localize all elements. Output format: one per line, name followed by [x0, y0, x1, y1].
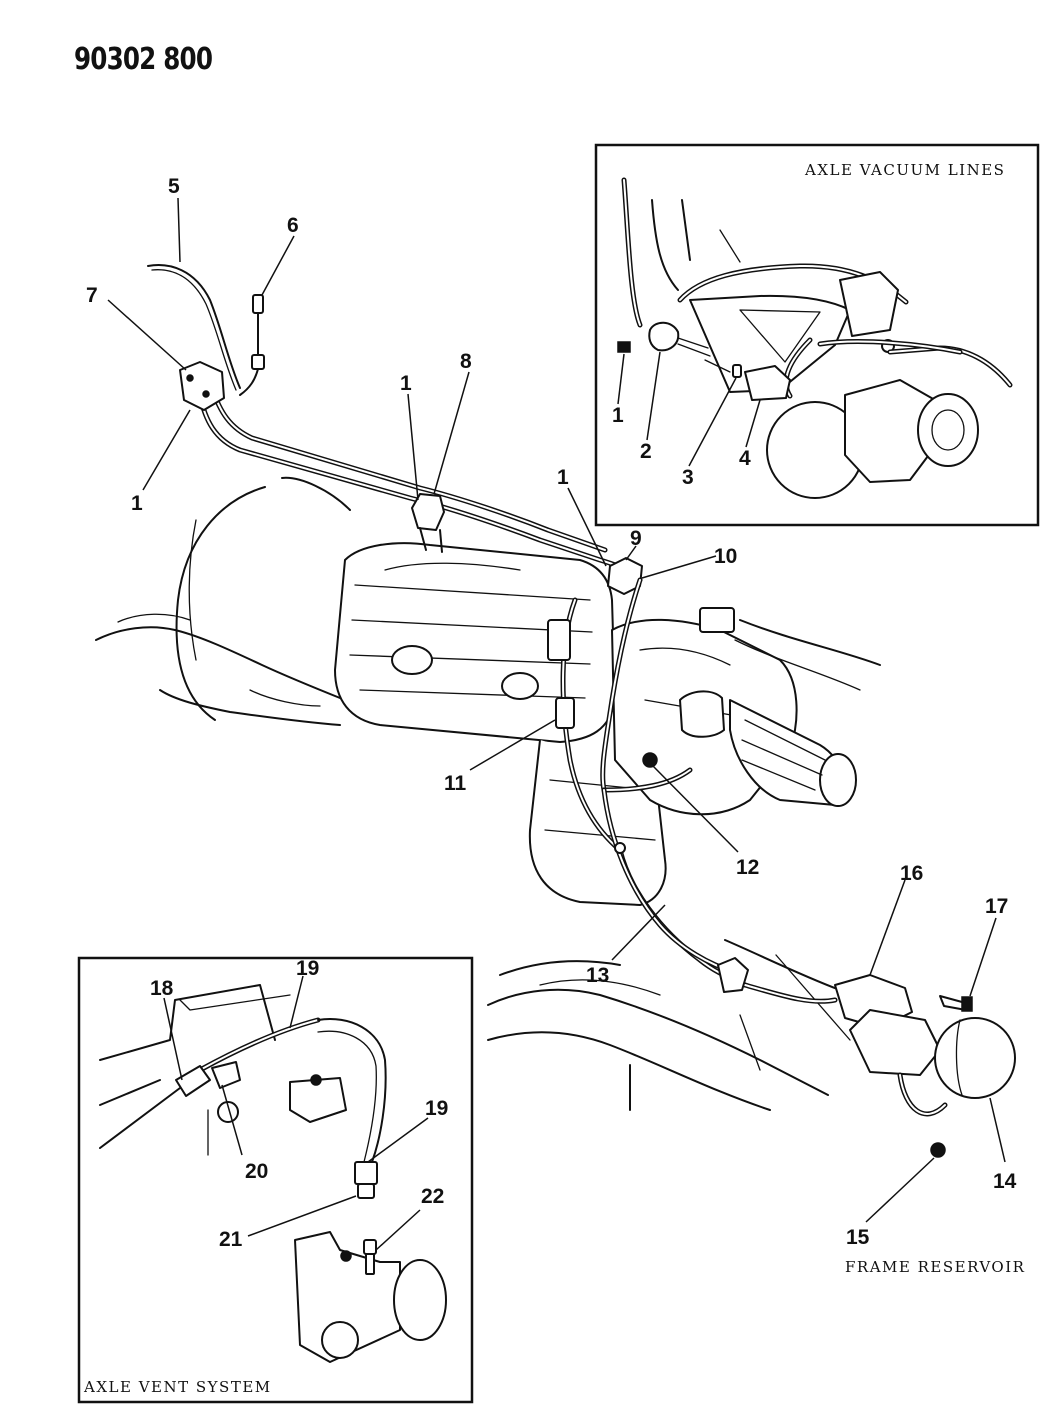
diagram-code: 90302 800 [74, 42, 213, 77]
frame-rail [487, 939, 901, 1111]
callout-10: 10 [714, 545, 737, 568]
vent-callout-18: 18 [150, 977, 174, 1000]
callout-11: 11 [444, 772, 467, 795]
callout-6: 6 [287, 214, 299, 237]
callout-1-right: 1 [557, 466, 569, 489]
vent-callout-22: 22 [421, 1185, 444, 1208]
callout-1-mid: 1 [400, 372, 412, 395]
transmission-assembly [95, 476, 881, 906]
callout-7: 7 [86, 284, 98, 307]
vent-callout-19-lower: 19 [425, 1097, 448, 1120]
callout-14: 14 [993, 1170, 1017, 1193]
inset-axle-vacuum-lines: AXLE VACUUM LINES [594, 143, 1040, 527]
callout-16: 16 [900, 862, 923, 885]
inset-axle-vent-system: AXLE VENT SYSTEM [77, 956, 474, 1404]
axle-vent-system-title: AXLE VENT SYSTEM [83, 1378, 272, 1396]
inset-callout-4: 4 [739, 447, 751, 470]
inset-callout-3: 3 [682, 466, 694, 489]
axle-vacuum-lines-title: AXLE VACUUM LINES [804, 161, 1005, 179]
inset-callout-1: 1 [612, 404, 624, 427]
main-leaders [107, 197, 1006, 1223]
callout-15: 15 [846, 1226, 870, 1249]
vent-callout-21: 21 [219, 1228, 243, 1251]
callout-1-left: 1 [131, 492, 143, 515]
inset-callout-2: 2 [640, 440, 652, 463]
callout-17: 17 [985, 895, 1008, 918]
callout-9: 9 [630, 527, 642, 550]
callout-5: 5 [168, 175, 180, 198]
frame-reservoir [717, 957, 1016, 1158]
vent-callout-19-upper: 19 [296, 957, 319, 980]
vent-callout-20: 20 [245, 1160, 268, 1183]
callout-12: 12 [736, 856, 759, 879]
callout-8: 8 [460, 350, 472, 373]
callout-13: 13 [586, 964, 609, 987]
frame-reservoir-label: FRAME RESERVOIR [845, 1258, 1025, 1276]
